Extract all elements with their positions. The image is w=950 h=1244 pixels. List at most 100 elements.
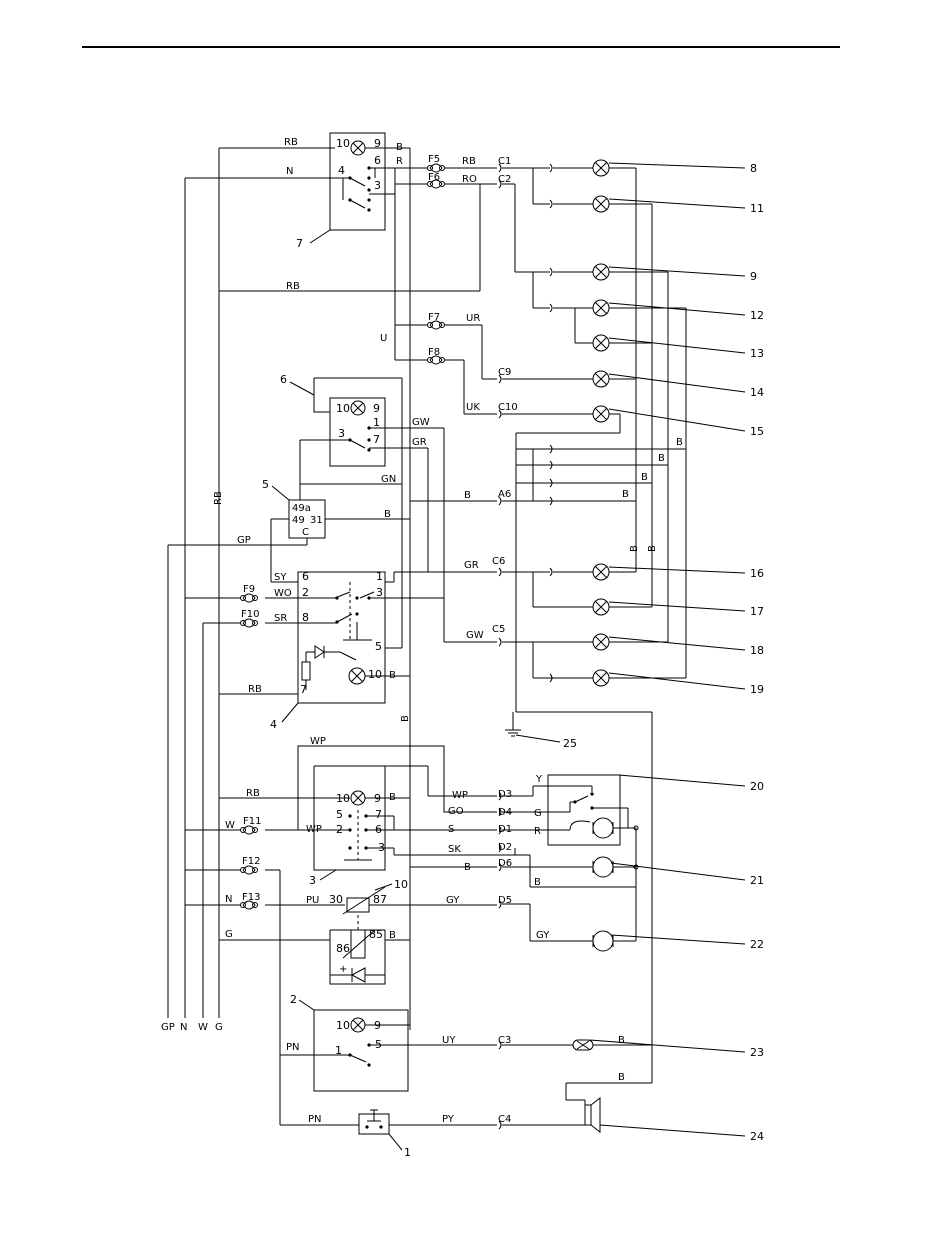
pin-4: 4 [338,164,345,177]
bus-label-w: W [198,1022,208,1033]
leader-10 [374,883,393,891]
wire-b-4: B [389,670,396,681]
wire-w-3: W [225,820,235,831]
callout-17: 17 [750,605,764,618]
pin-31: 31 [310,515,323,526]
wire-ro: RO [462,174,477,185]
pin4-7: 7 [300,683,307,696]
leader-2 [298,999,315,1011]
conn-c2: C2 [498,174,511,185]
bus-label-g: G [215,1022,223,1033]
conn-d6: D6 [498,858,512,869]
a6-ground [410,496,652,743]
wire-b-bar3: B [641,472,648,483]
fuse-f12: F12 [242,856,260,867]
conn-d3: D3 [498,789,512,800]
pin6-3: 3 [338,427,345,440]
pin2-1: 1 [335,1044,342,1057]
leader-7 [309,229,331,244]
leader-6 [289,381,315,396]
wire-gp: GP [237,535,251,546]
wire-r-top: R [396,156,403,167]
pin-c: C [302,527,309,538]
wire-b-24: B [618,1072,625,1083]
wire-b-d6: B [464,862,471,873]
wire-pn-1: PN [308,1114,322,1125]
pin-86: 86 [336,942,350,955]
conn-c3: C3 [498,1035,511,1046]
wire-rb-top: RB [284,137,298,148]
pin3-6: 6 [375,823,382,836]
callout-leaders-right [589,162,746,1137]
pin4-8: 8 [302,611,309,624]
pin-6: 6 [374,154,381,167]
motors-21-22 [410,828,639,952]
pin-49: 49 [292,515,305,526]
wire-n-13: N [225,894,232,905]
callout-11: 11 [750,202,764,215]
conn-c9: C9 [498,367,511,378]
wire-n-top: N [286,166,293,177]
switch-2 [280,1009,497,1092]
switch-4 [185,571,497,704]
callout-14: 14 [750,386,764,399]
callout-7: 7 [296,237,303,250]
pin2-5: 5 [375,1038,382,1051]
wire-sr: SR [274,613,287,624]
switch-3 [185,745,516,871]
conn-c6: C6 [492,556,505,567]
callout-23: 23 [750,1046,764,1059]
fuse-f11: F11 [243,816,261,827]
wire-go: GO [448,806,464,817]
pin-10: 10 [336,137,350,150]
wire-r-20: R [534,826,541,837]
wiper-unit-20 [498,774,639,909]
top-rule [82,46,840,48]
callout-18: 18 [750,644,764,657]
wire-rb-3: RB [246,788,260,799]
flasher-5 [168,483,410,583]
callout-8: 8 [750,162,757,175]
wire-ur: UR [466,313,480,324]
wire-b-top: B [396,142,403,153]
pin6-1: 1 [373,416,380,429]
lamp-column [514,159,687,712]
callout-2: 2 [290,993,297,1006]
pin4-5: 5 [375,640,382,653]
fuse-row-f7-f8 [395,320,593,419]
pin3-5: 5 [336,808,343,821]
pin3-10: 10 [336,792,350,805]
lamps-16-19 [428,563,686,687]
wire-rb-c1: RB [462,156,476,167]
wire-b-vert2: B [647,545,658,552]
wire-b-21: B [534,877,541,888]
callout-12: 12 [750,309,764,322]
fuse-f9: F9 [243,584,255,595]
relay-plus: + [339,964,347,975]
callout-5: 5 [262,478,269,491]
callout-6: 6 [280,373,287,386]
wire-b-23: B [618,1035,625,1046]
pin-49a: 49a [292,503,311,514]
leader-4 [281,702,299,723]
wire-wp-3b: WP [306,824,322,835]
pin3-2: 2 [336,823,343,836]
wire-gw-c5: GW [466,630,484,641]
wire-u: U [380,333,387,344]
callout-3: 3 [309,874,316,887]
fuse-f6: F6 [428,172,440,183]
relay-10 [185,865,497,1125]
pin3-9: 9 [374,792,381,805]
wire-rb-vert: RB [213,491,224,505]
callout-15: 15 [750,425,764,438]
conn-c1: C1 [498,156,511,167]
callout-21: 21 [750,874,764,887]
fuse-f8: F8 [428,347,440,358]
pin-30: 30 [329,893,343,906]
callout-25: 25 [563,737,577,750]
callout-1: 1 [404,1146,411,1159]
pin-87: 87 [373,893,387,906]
pin2-10: 10 [336,1019,350,1032]
earth-bus-label: B [400,715,411,722]
